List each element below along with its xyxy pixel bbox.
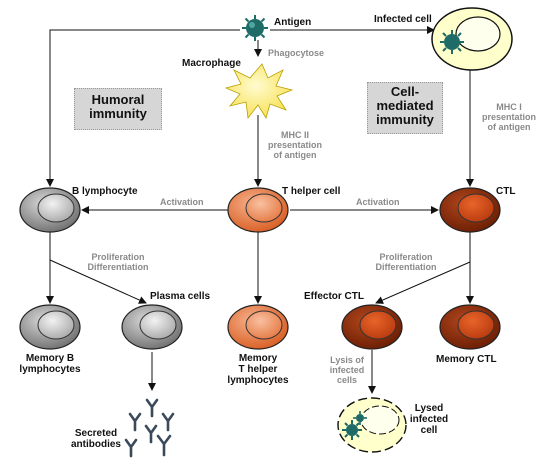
connector-lines — [46, 26, 474, 394]
humoral-immunity-box: Humoral immunity — [74, 88, 162, 130]
mhc-i-label: MHC I presentation of antigen — [481, 102, 536, 132]
antigen-icon — [242, 15, 268, 41]
infected-cell-icon — [431, 7, 513, 71]
t-helper-cell-label: T helper cell — [282, 186, 341, 197]
memory-ctl-label: Memory CTL — [436, 354, 497, 365]
infected-cell-label: Infected cell — [374, 14, 432, 25]
phagocytose-label: Phagocytose — [268, 48, 325, 58]
plasma-cell — [121, 304, 183, 350]
antibody-icon — [145, 398, 159, 418]
activation-left-label: Activation — [160, 197, 204, 207]
antigen-label: Antigen — [274, 17, 312, 28]
memory-t-helper-label: Memory T helper lymphocytes — [227, 353, 289, 386]
antibody-icon — [161, 412, 175, 432]
lysed-infected-cell-label: Lysed infected cell — [409, 403, 449, 436]
memory-b-label: Memory B lymphocytes — [19, 353, 81, 375]
antibody-icon — [124, 438, 138, 458]
b-lymphocyte-label: B lymphocyte — [72, 186, 138, 197]
antibody-icon — [128, 412, 142, 432]
antibody-icon — [156, 434, 172, 457]
ctl-cell — [439, 187, 501, 233]
lysed-cell-icon — [337, 397, 407, 453]
memory-ctl-cell — [439, 304, 501, 350]
arrow-antigen-to-b — [46, 29, 240, 187]
macrophage-icon — [224, 63, 294, 120]
ctl-label: CTL — [496, 186, 516, 197]
antibodies-icon — [124, 398, 175, 458]
effector-ctl-label: Effector CTL — [304, 291, 364, 302]
cell-mediated-immunity-box: Cell- mediated immunity — [367, 82, 443, 134]
proliferation-left-label: Proliferation Differentiation — [87, 252, 149, 272]
arrow-b-to-plasma — [49, 259, 147, 304]
effector-ctl-cell — [341, 304, 403, 350]
memory-t-helper-cell — [227, 304, 289, 350]
macrophage-label: Macrophage — [182, 58, 241, 69]
antibody-icon — [144, 424, 158, 444]
t-helper-cell — [227, 187, 289, 233]
secreted-antibodies-label: Secreted antibodies — [70, 428, 121, 450]
activation-right-label: Activation — [356, 197, 400, 207]
mhc-ii-label: MHC II presentation of antigen — [267, 130, 322, 160]
lysis-label: Lysis of infected cells — [329, 355, 365, 385]
plasma-cells-label: Plasma cells — [150, 291, 211, 302]
arrow-ctl-to-effector — [375, 261, 471, 304]
proliferation-right-label: Proliferation Differentiation — [375, 252, 437, 272]
memory-b-cell — [19, 304, 81, 350]
b-lymphocyte-cell — [19, 187, 81, 233]
